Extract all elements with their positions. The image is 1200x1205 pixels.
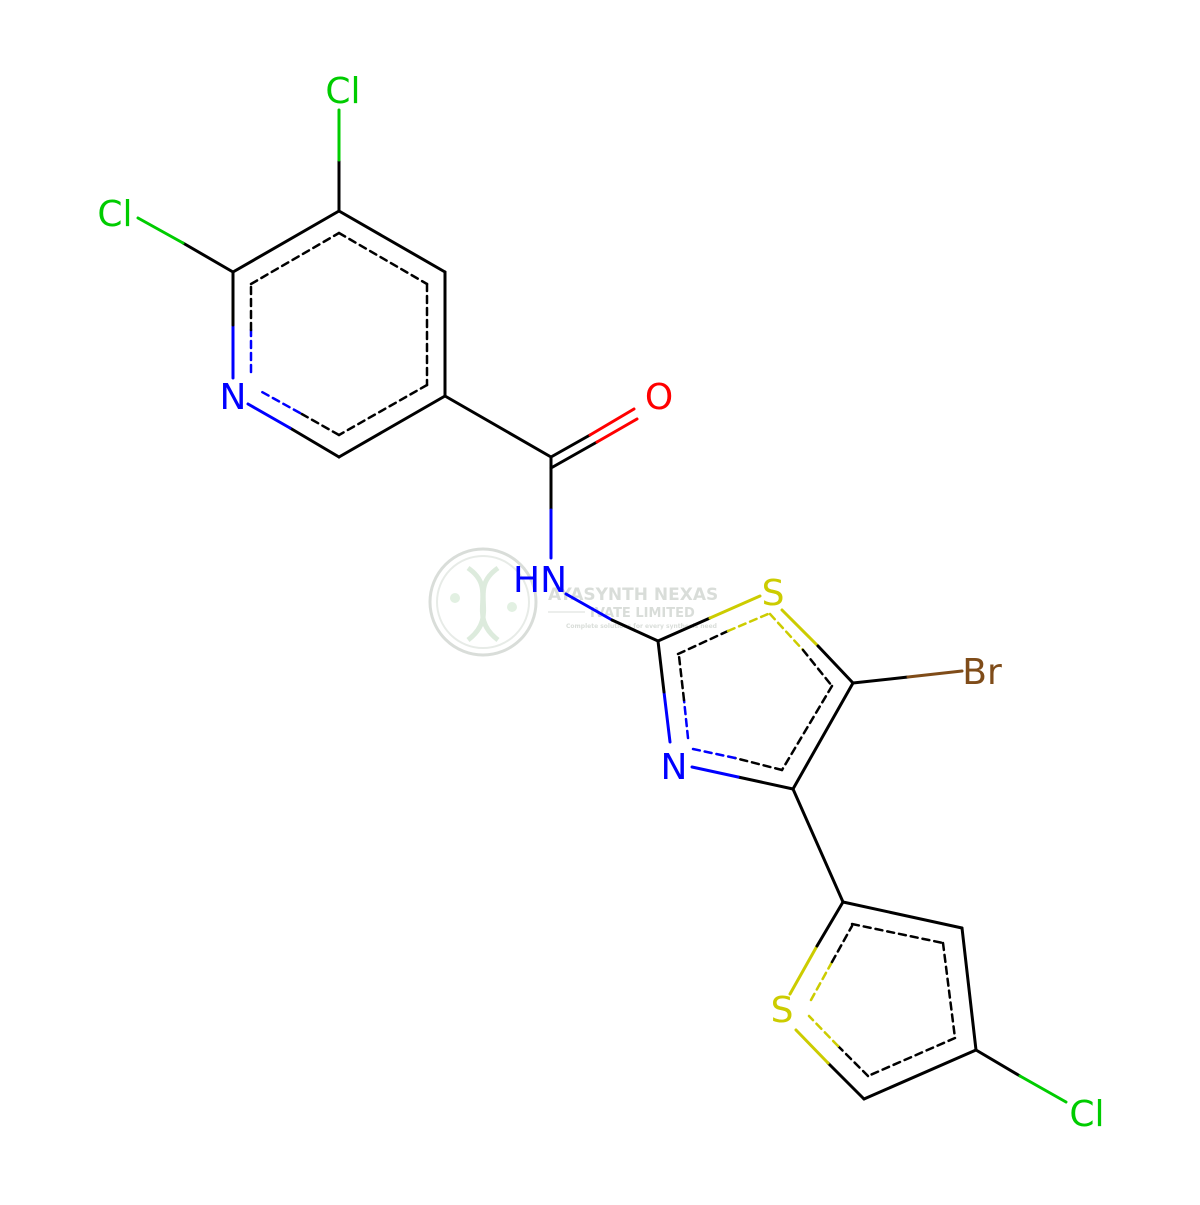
- atom-s-thiophene: S: [771, 990, 794, 1031]
- atom-s-thiazole: S: [762, 573, 785, 614]
- atom-cl-bottom: Cl: [1069, 1094, 1104, 1135]
- atom-br: Br: [962, 652, 1002, 693]
- bond-c3-c2: [337, 394, 447, 459]
- atom-labels: Cl Cl N O HN S Br N S Cl: [97, 71, 1104, 1135]
- watermark-tagline: Complete solutions for every synthesis n…: [566, 623, 717, 630]
- bonds: [136, 108, 1068, 1104]
- bond-c2-n-blue: [246, 402, 292, 430]
- dna-helix-icon: [428, 547, 538, 657]
- atom-cl-top: Cl: [325, 71, 360, 112]
- bond-c6-c5: [231, 209, 341, 274]
- atom-n-pyridine: N: [220, 377, 247, 418]
- bond-c5-c4: [337, 209, 447, 274]
- atom-n-thiazole: N: [661, 747, 688, 788]
- watermark-subtitle: IVATE LIMITED: [590, 606, 695, 621]
- bond-c2-n-black: [288, 426, 341, 459]
- atom-nh-amide: HN: [513, 560, 567, 601]
- watermark: AYASYNTH NEXAS IVATE LIMITED Complete so…: [428, 547, 718, 657]
- atom-cl-left: Cl: [97, 194, 132, 235]
- watermark-title: AYASYNTH NEXAS: [548, 585, 718, 605]
- atom-o-carbonyl: O: [645, 377, 673, 418]
